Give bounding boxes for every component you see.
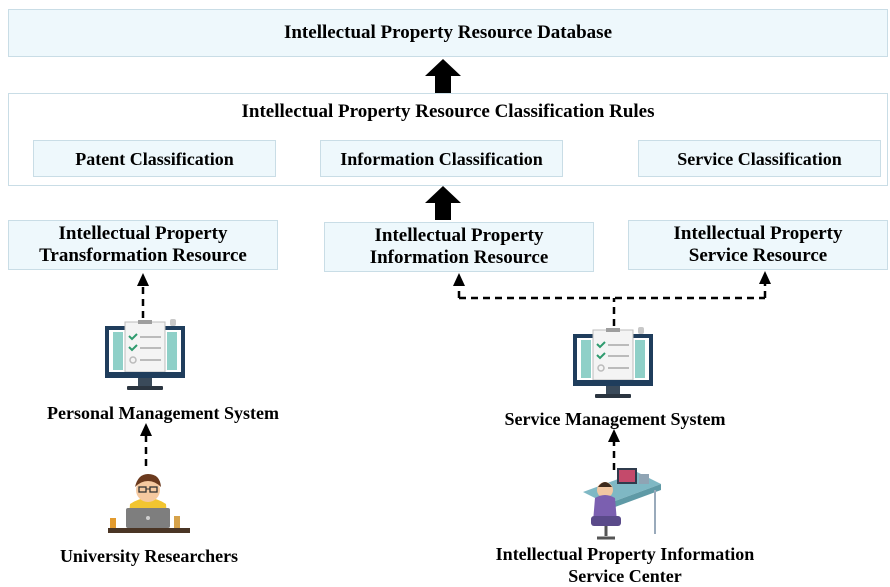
block-arrow-up-top (425, 59, 461, 93)
service-resource-line1: Intellectual Property (673, 223, 843, 244)
database-box: Intellectual Property Resource Database (8, 9, 888, 57)
dashed-connector-service-system (457, 284, 767, 326)
information-resource-line1: Intellectual Property (374, 225, 544, 246)
transformation-resource-line2: Transformation Resource (39, 245, 247, 266)
service-classification-label: Service Classification (677, 148, 842, 169)
service-center-line2: Service Center (568, 566, 682, 586)
block-arrow-up-middle (425, 186, 461, 220)
computer-checklist-icon (105, 319, 185, 390)
service-center-line1: Intellectual Property Information (495, 544, 755, 564)
service-resource-box: Intellectual Property Service Resource (628, 220, 888, 270)
service-resource-line2: Service Resource (688, 245, 828, 266)
service-classification-box: Service Classification (638, 140, 881, 177)
researcher-laptop-icon (108, 474, 190, 533)
service-center-operator-icon (583, 468, 661, 540)
information-resource-line2: Information Resource (369, 247, 549, 268)
transformation-resource-box: Intellectual Property Transformation Res… (8, 220, 278, 270)
database-label: Intellectual Property Resource Database (283, 22, 613, 43)
patent-classification-label: Patent Classification (75, 148, 234, 169)
patent-classification-box: Patent Classification (33, 140, 276, 177)
transformation-resource-line1: Intellectual Property (58, 223, 228, 244)
personal-management-system-label: Personal Management System (47, 403, 279, 423)
information-classification-label: Information Classification (340, 148, 543, 169)
university-researchers-label: University Researchers (59, 546, 239, 566)
service-center-label: Intellectual Property Information Servic… (455, 543, 795, 587)
service-management-system-label: Service Management System (504, 409, 726, 429)
information-resource-box: Intellectual Property Information Resour… (324, 222, 594, 272)
computer-checklist-icon (573, 327, 653, 398)
classification-rules-title: Intellectual Property Resource Classific… (241, 101, 655, 122)
information-classification-box: Information Classification (320, 140, 563, 177)
